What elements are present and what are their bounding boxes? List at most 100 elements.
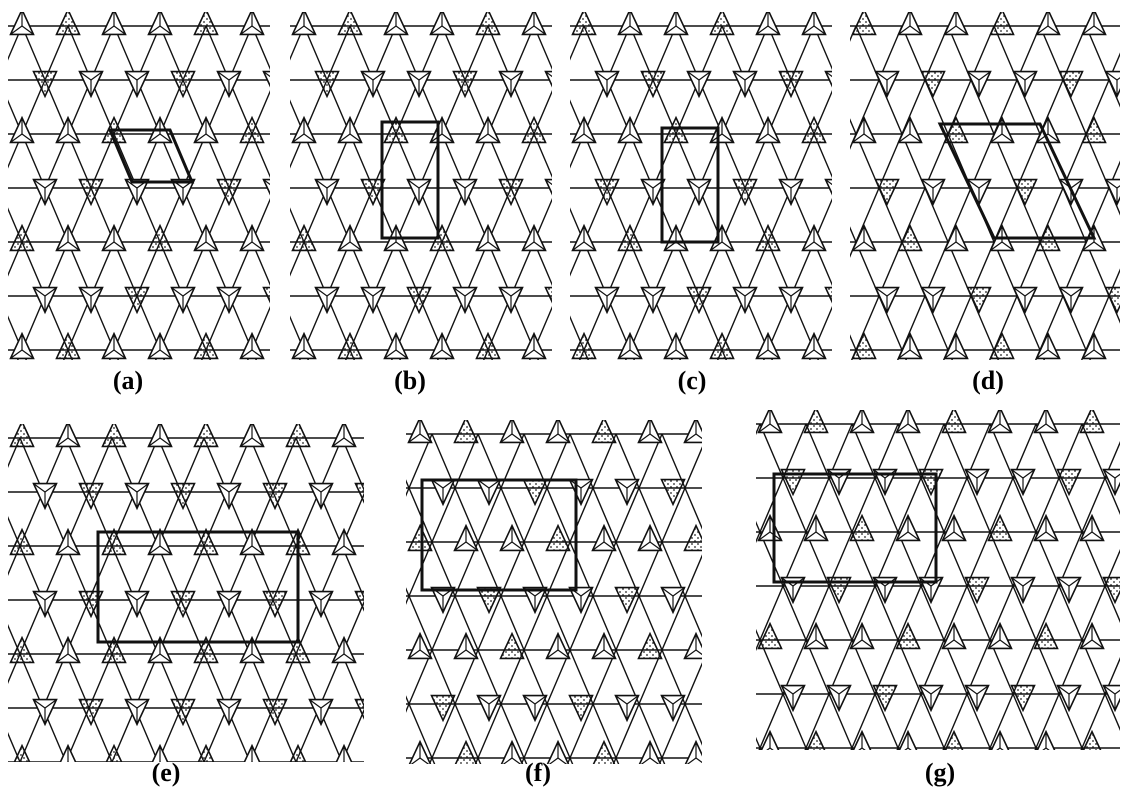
- tetrahedron-shape: [941, 410, 967, 434]
- tetrahedron-shape: [686, 286, 712, 315]
- panel-c-label: (c): [677, 366, 707, 395]
- tetrahedron-shape: [475, 12, 501, 36]
- tetrahedron-shape: [640, 70, 666, 99]
- tetrahedron-shape: [1012, 178, 1038, 207]
- tetrahedron-shape: [851, 12, 877, 36]
- panel-a-label: (a): [112, 366, 144, 395]
- tetrahedron-shape: [314, 70, 340, 99]
- tetrahedron-shape: [944, 729, 964, 750]
- tetrahedron-shape: [732, 178, 758, 207]
- tetrahedron-shape: [1104, 70, 1120, 99]
- tetrahedron-shape: [216, 178, 242, 207]
- tetrahedron-shape: [1056, 468, 1082, 497]
- unit-cell-g: [772, 472, 938, 584]
- tetrahedron-shape: [354, 698, 364, 720]
- tetrahedron-shape: [592, 739, 616, 764]
- tetrahedron-shape: [78, 482, 104, 511]
- tetrahedron-shape: [614, 586, 640, 615]
- tetrahedron-shape: [521, 115, 547, 144]
- tetrahedron-shape: [476, 586, 502, 615]
- tetrahedron-shape: [197, 743, 215, 762]
- tetrahedron-shape: [964, 576, 990, 605]
- tetrahedron-shape: [617, 223, 643, 252]
- tetrahedron-shape: [966, 286, 992, 315]
- tetrahedron-shape: [568, 694, 594, 723]
- tetrahedron-shape: [1081, 115, 1107, 144]
- tetrahedron-shape: [594, 178, 620, 207]
- tetrahedron-shape: [897, 223, 923, 252]
- tetrahedron-shape: [262, 482, 288, 511]
- tetrahedron-shape: [571, 12, 597, 36]
- panel-b-label: (b): [394, 366, 426, 395]
- tetrahedron-shape: [571, 331, 597, 360]
- tetrahedron-shape: [9, 635, 35, 664]
- tetrahedron-shape: [262, 286, 270, 304]
- tetrahedron-shape: [170, 698, 196, 727]
- tetrahedron-shape: [454, 739, 478, 764]
- tetrahedron-shape: [826, 576, 852, 605]
- tetrahedron-shape: [337, 331, 363, 360]
- tetrahedron-shape: [1079, 410, 1105, 434]
- tetrahedron-shape: [757, 621, 783, 650]
- tetrahedron-shape: [1010, 684, 1036, 713]
- tetrahedron-shape: [591, 420, 617, 444]
- tetrahedron-shape: [801, 115, 827, 144]
- tetrahedron-shape: [684, 739, 702, 764]
- tetrahedron-shape: [778, 70, 804, 99]
- tetrahedron-shape: [498, 178, 524, 207]
- tetrahedron-shape: [544, 286, 552, 304]
- tetrahedron-shape: [683, 631, 702, 660]
- tetrahedron-shape: [32, 70, 58, 99]
- tiling-panel-d: [850, 12, 1120, 360]
- tetrahedron-shape: [849, 513, 875, 542]
- tetrahedron-shape: [1104, 178, 1120, 207]
- tetrahedron-shape: [78, 178, 104, 207]
- tetrahedron-shape: [895, 621, 921, 650]
- tetrahedron-shape: [452, 70, 478, 99]
- tetrahedron-shape: [1058, 70, 1084, 99]
- tetrahedron-shape: [9, 424, 35, 448]
- tiling-panel-b: [290, 12, 552, 360]
- tetrahedron-shape: [637, 631, 663, 660]
- tetrahedron-shape: [806, 729, 826, 750]
- tetrahedron-shape: [1082, 729, 1102, 750]
- tetrahedron-shape: [13, 743, 31, 762]
- tetrahedron-shape: [522, 478, 548, 507]
- tetrahedron-shape: [943, 115, 969, 144]
- unit-cell-f: [420, 478, 578, 592]
- tiling-panel-e: [8, 424, 364, 762]
- tetrahedron-shape: [9, 223, 35, 252]
- tetrahedron-shape: [499, 631, 525, 660]
- tetrahedron-shape: [453, 420, 479, 444]
- tetrahedron-shape: [874, 178, 900, 207]
- unit-cell-b: [380, 120, 440, 240]
- panel-f-label: (f): [525, 758, 551, 787]
- tetrahedron-shape: [851, 331, 877, 360]
- tetrahedron-shape: [239, 115, 265, 144]
- tetrahedron-shape: [193, 12, 219, 36]
- tetrahedron-shape: [289, 743, 307, 762]
- tetrahedron-shape: [989, 12, 1015, 36]
- tetrahedron-shape: [9, 527, 35, 556]
- tetrahedron-shape: [989, 331, 1015, 360]
- unit-cell-c: [660, 126, 720, 244]
- tetrahedron-shape: [170, 482, 196, 511]
- tetrahedron-shape: [285, 424, 311, 448]
- tetrahedron-shape: [147, 223, 173, 252]
- tetrahedron-shape: [430, 694, 456, 723]
- panel-g-label: (g): [924, 758, 956, 787]
- tetrahedron-shape: [872, 684, 898, 713]
- tetrahedron-shape: [1102, 468, 1120, 497]
- tetrahedron-shape: [337, 12, 363, 36]
- tetrahedron-shape: [1104, 286, 1120, 315]
- tetrahedron-shape: [193, 424, 219, 448]
- tetrahedron-shape: [101, 527, 127, 556]
- tetrahedron-shape: [1033, 621, 1059, 650]
- tetrahedron-shape: [170, 590, 196, 619]
- tetrahedron-shape: [709, 12, 735, 36]
- tetrahedron-shape: [124, 286, 150, 315]
- tetrahedron-shape: [291, 223, 317, 252]
- tetrahedron-shape: [193, 635, 219, 664]
- tetrahedron-shape: [101, 635, 127, 664]
- tetrahedron-shape: [780, 468, 806, 497]
